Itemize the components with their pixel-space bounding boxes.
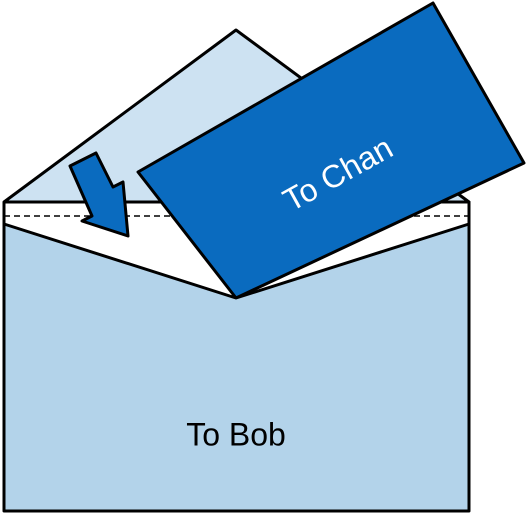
outer-envelope-label: To Bob bbox=[186, 416, 286, 452]
arrow-down-right-icon bbox=[68, 151, 130, 238]
outer-envelope-front bbox=[2, 222, 471, 513]
outer-envelope: To Bob bbox=[2, 222, 471, 513]
inner-envelope: To Chan bbox=[136, 1, 526, 300]
